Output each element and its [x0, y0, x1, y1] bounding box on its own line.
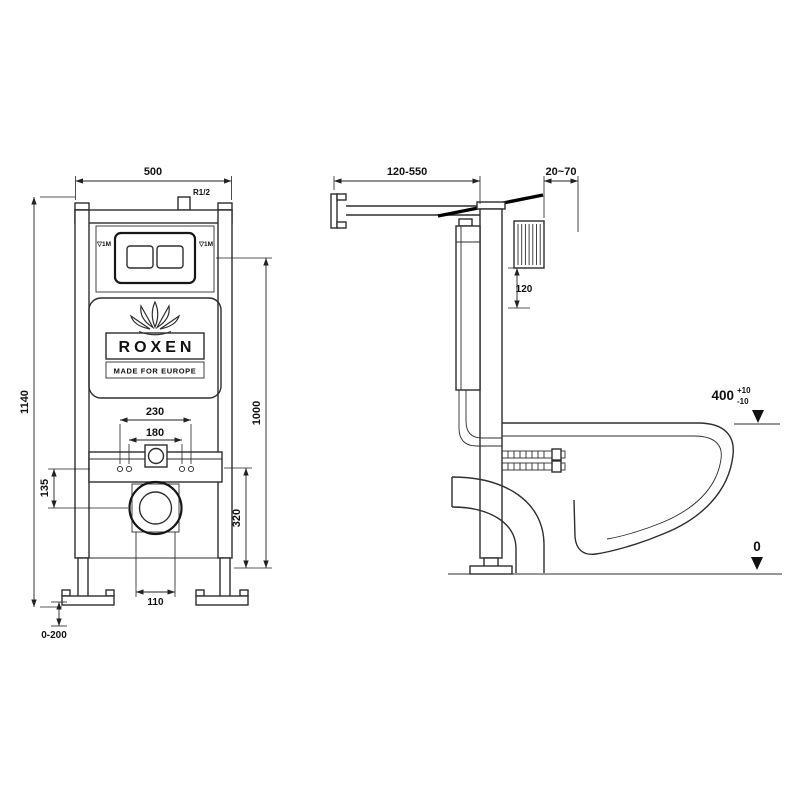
wall-hook-tab-bottom — [336, 221, 347, 229]
frame-top-cap — [476, 201, 506, 210]
drain-plate — [131, 483, 180, 533]
wall-hook-tab-top — [336, 193, 347, 201]
adjustable-leg-left — [77, 557, 89, 599]
side-dimensions: 120-550 20~70 120 400 +10 -10 0 — [333, 166, 780, 570]
wall-hook — [330, 193, 338, 229]
support-arm — [330, 193, 544, 229]
dim-height-label: 1140 — [19, 390, 31, 414]
anchor-coil-hatch — [517, 224, 541, 265]
lotus-icon — [129, 300, 181, 336]
level-top-tol-minus: -10 — [737, 397, 749, 406]
flush-plate — [113, 231, 197, 285]
flush-pipe-inner — [465, 390, 502, 439]
brand-name: ROXEN — [119, 339, 196, 356]
frame-top-rail — [74, 209, 233, 224]
flush-plate-housing — [95, 225, 215, 293]
front-dimensions: 500 R1/2 1140 230 180 135 — [19, 166, 272, 641]
foot-tab — [239, 589, 249, 597]
drain-assembly — [128, 480, 183, 585]
foot-tab — [105, 589, 115, 597]
stud-end-bottom — [560, 462, 566, 471]
frame-side-rail — [479, 208, 503, 559]
level-top-arrow — [752, 410, 764, 423]
stud-nut-top — [551, 448, 562, 461]
bolt-hole-outer-right — [187, 465, 195, 473]
brand-tagline-box — [105, 361, 205, 379]
drain-elbow — [451, 476, 545, 573]
dim-holes-inner-label: 180 — [146, 427, 164, 439]
flush-button-right — [156, 245, 184, 269]
drain-outer-ring — [128, 480, 183, 536]
dim-arm-range-label: 120-550 — [387, 166, 427, 178]
level-floor-arrow — [751, 557, 763, 570]
mark-1m-right: ▽1M — [198, 241, 213, 248]
dim-plate-center-label: 1000 — [251, 401, 263, 425]
brand-panel: ROXEN MADE FOR EUROPE — [88, 297, 222, 399]
frame-right-rail — [217, 209, 233, 559]
brand-name-box — [105, 332, 205, 360]
dim-outlet-label: 320 — [231, 509, 243, 527]
stud-nut-bottom — [551, 460, 562, 473]
dim-width-label: 500 — [144, 166, 162, 178]
frame-left-rail — [74, 209, 90, 559]
level-top-tol-plus: +10 — [737, 386, 751, 395]
feet-front — [61, 557, 249, 606]
side-foot-plate — [469, 565, 513, 575]
center-fitting-hole — [147, 447, 165, 465]
stud-thread-hatch — [507, 451, 545, 470]
flush-button-left — [126, 245, 154, 269]
wall-anchor — [513, 184, 579, 269]
dim-bracket-label: 135 — [39, 479, 51, 497]
fixing-studs — [501, 448, 566, 473]
foot-plate-right — [195, 595, 249, 606]
mark-1m-left: ▽1M — [96, 241, 111, 248]
bolt-hole-inner-right — [178, 465, 186, 473]
cistern-cap — [458, 218, 473, 227]
stud-bottom — [501, 462, 553, 471]
adjustable-leg-right — [219, 557, 231, 599]
level-floor-label: 0 — [753, 539, 761, 554]
dim-pipe-offset-label: 110 — [147, 597, 164, 608]
elbow-outer-curve — [451, 476, 545, 573]
cistern-tank — [455, 225, 481, 391]
fitting-label: R1/2 — [193, 188, 210, 197]
stud-end-top — [560, 450, 566, 459]
side-view: 120-550 20~70 120 400 +10 -10 0 — [330, 166, 782, 575]
level-top-label: 400 — [711, 388, 734, 403]
dim-wall-gap-label: 20~70 — [546, 166, 577, 178]
bowl-inner-profile — [502, 435, 722, 540]
drain-inner-ring — [138, 491, 173, 525]
stud-top — [501, 450, 553, 459]
dim-feet-range-label: 0-200 — [41, 630, 67, 641]
frame-side — [469, 201, 513, 575]
cistern — [455, 218, 502, 447]
water-inlet-fitting — [177, 196, 191, 211]
bolt-hole-outer-left — [116, 465, 124, 473]
toilet-bowl — [502, 422, 734, 556]
foot-plate-left — [61, 595, 115, 606]
crossbar-assembly — [88, 444, 223, 483]
brand-panel-frame — [88, 297, 222, 399]
flush-plate-assembly: ▽1M ▽1M — [95, 225, 215, 293]
dim-bracket-offset-label: 120 — [516, 284, 533, 295]
foot-tab — [61, 589, 71, 597]
elbow-inner-curve — [451, 506, 517, 573]
frame-top-tab-right — [217, 202, 233, 211]
foot-tab — [195, 589, 205, 597]
brand-tagline: MADE FOR EUROPE — [114, 367, 197, 376]
frame-top-tab-left — [74, 202, 90, 211]
bowl-outer-profile — [502, 422, 734, 556]
bolt-hole-inner-left — [125, 465, 133, 473]
flush-pipe-outer — [458, 390, 502, 447]
dim-holes-outer-label: 230 — [146, 406, 164, 418]
front-view: ▽1M ▽1M ROXEN MADE FOR EUROPE — [19, 166, 272, 641]
